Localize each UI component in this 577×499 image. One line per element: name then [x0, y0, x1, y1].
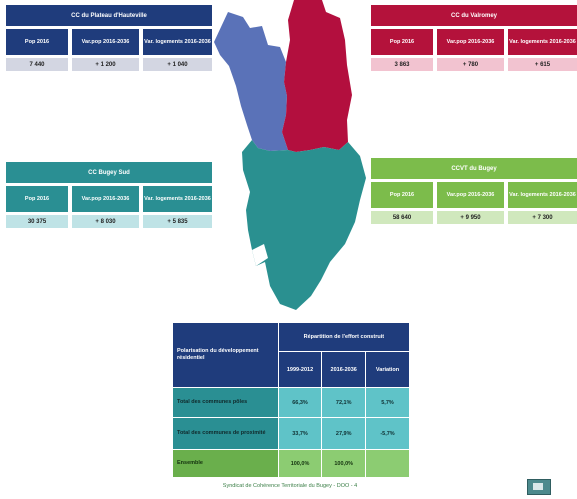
- value-var-pop: + 1 200: [72, 58, 139, 71]
- logo-icon: [527, 479, 551, 495]
- infobox-title: CC Bugey Sud: [6, 162, 212, 183]
- row-label: Total des communes de proximité: [172, 417, 279, 450]
- value-pop: 3 863: [371, 58, 433, 71]
- header-pop: Pop 2016: [371, 182, 433, 208]
- value-var-pop: + 8 030: [72, 215, 139, 228]
- row-value: 72,1%: [321, 387, 367, 418]
- row-value: 5,7%: [365, 387, 410, 418]
- row-value: 100,0%: [321, 449, 367, 478]
- header-var-pop: Var.pop 2016-2036: [437, 182, 504, 208]
- header-var-logements: Var. logements 2016-2036: [508, 182, 577, 208]
- header-var-pop: Var.pop 2016-2036: [72, 186, 139, 212]
- header-var-pop: Var.pop 2016-2036: [437, 29, 504, 55]
- table-col-header: 2016-2036: [321, 351, 367, 388]
- row-label: Total des communes pôles: [172, 387, 279, 418]
- row-value: -5,7%: [365, 417, 410, 450]
- table-row: Ensemble 100,0% 100,0%: [172, 449, 410, 478]
- row-label: Ensemble: [172, 449, 279, 478]
- region-plateau-hauteville[interactable]: [214, 12, 288, 151]
- row-value: 100,0%: [277, 449, 323, 478]
- header-pop: Pop 2016: [6, 186, 68, 212]
- table-row: Total des communes pôles 66,3% 72,1% 5,7…: [172, 387, 410, 418]
- infobox-title: CCVT du Bugey: [371, 158, 577, 179]
- polarisation-table: Polarisation du développement résidentie…: [172, 322, 411, 478]
- infobox-valromey: CC du Valromey Pop 2016 Var.pop 2016-203…: [371, 5, 577, 71]
- row-value: 33,7%: [277, 417, 323, 450]
- header-pop: Pop 2016: [371, 29, 433, 55]
- value-var-logements: + 1 040: [143, 58, 212, 71]
- header-var-pop: Var.pop 2016-2036: [72, 29, 139, 55]
- infobox-bugey-sud: CC Bugey Sud Pop 2016 Var.pop 2016-2036 …: [6, 162, 212, 228]
- region-valromey[interactable]: [282, 0, 352, 152]
- value-var-logements: + 5 835: [143, 215, 212, 228]
- value-var-pop: + 780: [437, 58, 504, 71]
- table-corner-label: Polarisation du développement résidentie…: [172, 322, 279, 388]
- header-var-logements: Var. logements 2016-2036: [508, 29, 577, 55]
- value-var-logements: + 615: [508, 58, 577, 71]
- row-value: [365, 449, 410, 478]
- header-var-logements: Var. logements 2016-2036: [143, 29, 212, 55]
- value-pop: 30 375: [6, 215, 68, 228]
- table-col-header: Variation: [365, 351, 410, 388]
- header-pop: Pop 2016: [6, 29, 68, 55]
- table-group-header: Répartition de l'effort construit: [277, 322, 411, 352]
- row-value: 66,3%: [277, 387, 323, 418]
- value-pop: 7 440: [6, 58, 68, 71]
- region-bugey-sud[interactable]: [242, 140, 366, 310]
- row-value: 27,9%: [321, 417, 367, 450]
- infobox-title: CC du Plateau d'Hauteville: [6, 5, 212, 26]
- header-var-logements: Var. logements 2016-2036: [143, 186, 212, 212]
- table-col-header: 1999-2012: [277, 351, 323, 388]
- infobox-plateau-hauteville: CC du Plateau d'Hauteville Pop 2016 Var.…: [6, 5, 212, 71]
- infobox-title: CC du Valromey: [371, 5, 577, 26]
- infobox-ccvt-bugey: CCVT du Bugey Pop 2016 Var.pop 2016-2036…: [371, 158, 577, 224]
- value-var-pop: + 9 950: [437, 211, 504, 224]
- region-inlet: [252, 244, 268, 266]
- footer-caption: Syndicat de Cohérence Territoriale du Bu…: [222, 483, 358, 489]
- value-var-logements: + 7 300: [508, 211, 577, 224]
- value-pop: 58 640: [371, 211, 433, 224]
- table-row: Total des communes de proximité 33,7% 27…: [172, 417, 410, 450]
